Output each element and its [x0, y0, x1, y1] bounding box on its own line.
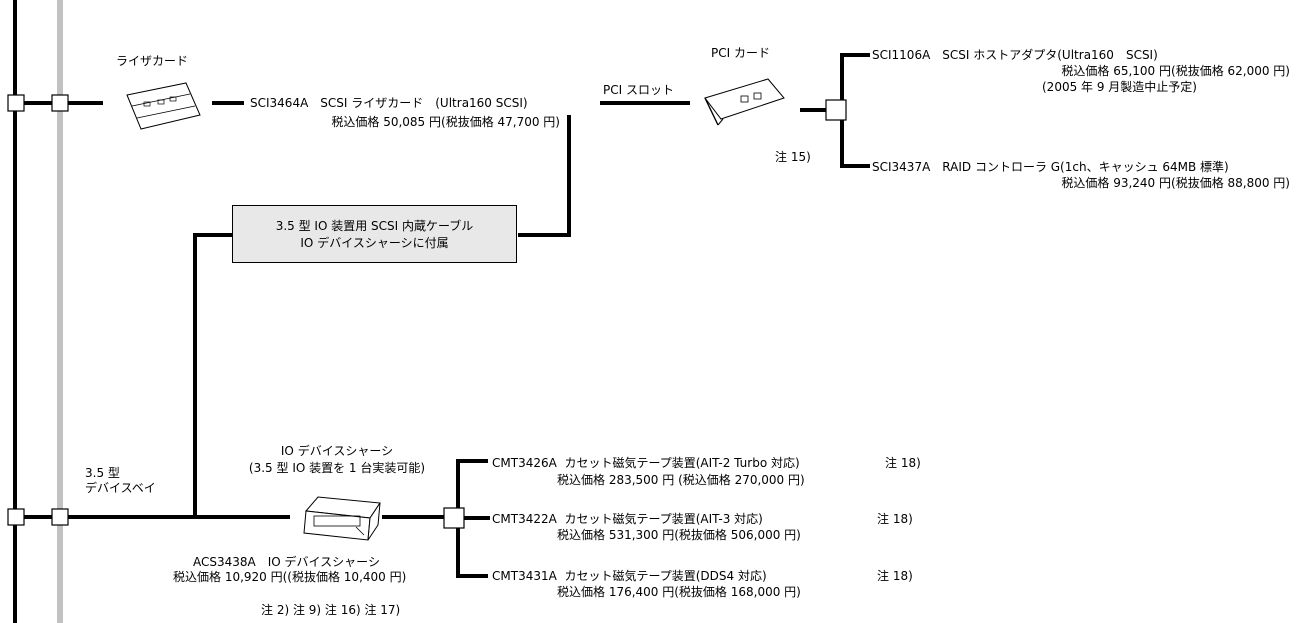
- port-square: [51, 94, 69, 112]
- pci-card-icon: [704, 78, 785, 126]
- pci-card-label: PCI カード: [711, 46, 770, 60]
- cmt3422a-note: 注 18): [877, 512, 913, 526]
- cable-line-1: 3.5 型 IO 装置用 SCSI 内蔵ケーブル: [275, 219, 474, 233]
- acs3438a-product: ACS3438A IO デバイスシャーシ: [193, 555, 380, 569]
- port-square: [51, 508, 69, 526]
- sci3437a-product: SCI3437A RAID コントローラ G(1ch、キャッシュ 64MB 標準…: [872, 160, 1229, 174]
- port-square: [7, 508, 25, 526]
- cable-line-2: IO デバイスシャーシに付属: [300, 236, 449, 250]
- cmt3422a-product: CMT3422A カセット磁気テープ装置(AIT-3 対応): [492, 512, 763, 526]
- sci3464a-price: 税込価格 50,085 円(税抜価格 47,700 円): [331, 115, 560, 129]
- scsi-cable-box: 3.5 型 IO 装置用 SCSI 内蔵ケーブル IO デバイスシャーシに付属: [232, 205, 517, 263]
- pci-note: 注 15): [775, 150, 811, 164]
- sci1106a-price: 税込価格 65,100 円(税抜価格 62,000 円): [1061, 64, 1290, 78]
- hub-square: [443, 507, 465, 529]
- sci1106a-notice: (2005 年 9 月製造中止予定): [1042, 80, 1197, 94]
- sci1106a-product: SCI1106A SCSI ホストアダプタ(Ultra160 SCSI): [872, 48, 1158, 62]
- bay-label-line-1: 3.5 型: [85, 466, 120, 480]
- pci-slot-label: PCI スロット: [603, 83, 674, 97]
- io-chassis-icon: [303, 496, 381, 541]
- cmt3431a-price: 税込価格 176,400 円(税抜価格 168,000 円): [557, 585, 801, 599]
- cmt3422a-price: 税込価格 531,300 円(税抜価格 506,000 円): [557, 528, 801, 542]
- bay-label-line-2: デバイスベイ: [85, 481, 156, 495]
- port-square: [7, 94, 25, 112]
- cmt3426a-product: CMT3426A カセット磁気テープ装置(AIT-2 Turbo 対応): [492, 456, 800, 470]
- cmt3426a-price: 税込価格 283,500 円 (税込価格 270,000 円): [557, 473, 805, 487]
- chassis-subtitle: (3.5 型 IO 装置を 1 台実装可能): [248, 461, 426, 475]
- cmt3431a-product: CMT3431A カセット磁気テープ装置(DDS4 対応): [492, 569, 767, 583]
- chassis-title: IO デバイスシャーシ: [280, 444, 394, 458]
- sci3437a-price: 税込価格 93,240 円(税抜価格 88,800 円): [1061, 176, 1290, 190]
- riser-card-icon: [126, 82, 201, 130]
- riser-card-label: ライザカード: [116, 54, 189, 68]
- sci3464a-product: SCI3464A SCSI ライザカード (Ultra160 SCSI): [250, 96, 528, 110]
- cmt3426a-note: 注 18): [885, 456, 921, 470]
- acs3438a-price: 税込価格 10,920 円((税抜価格 10,400 円): [173, 570, 407, 584]
- cmt3431a-note: 注 18): [877, 569, 913, 583]
- hub-square: [825, 99, 847, 121]
- chassis-notes: 注 2) 注 9) 注 16) 注 17): [261, 603, 401, 617]
